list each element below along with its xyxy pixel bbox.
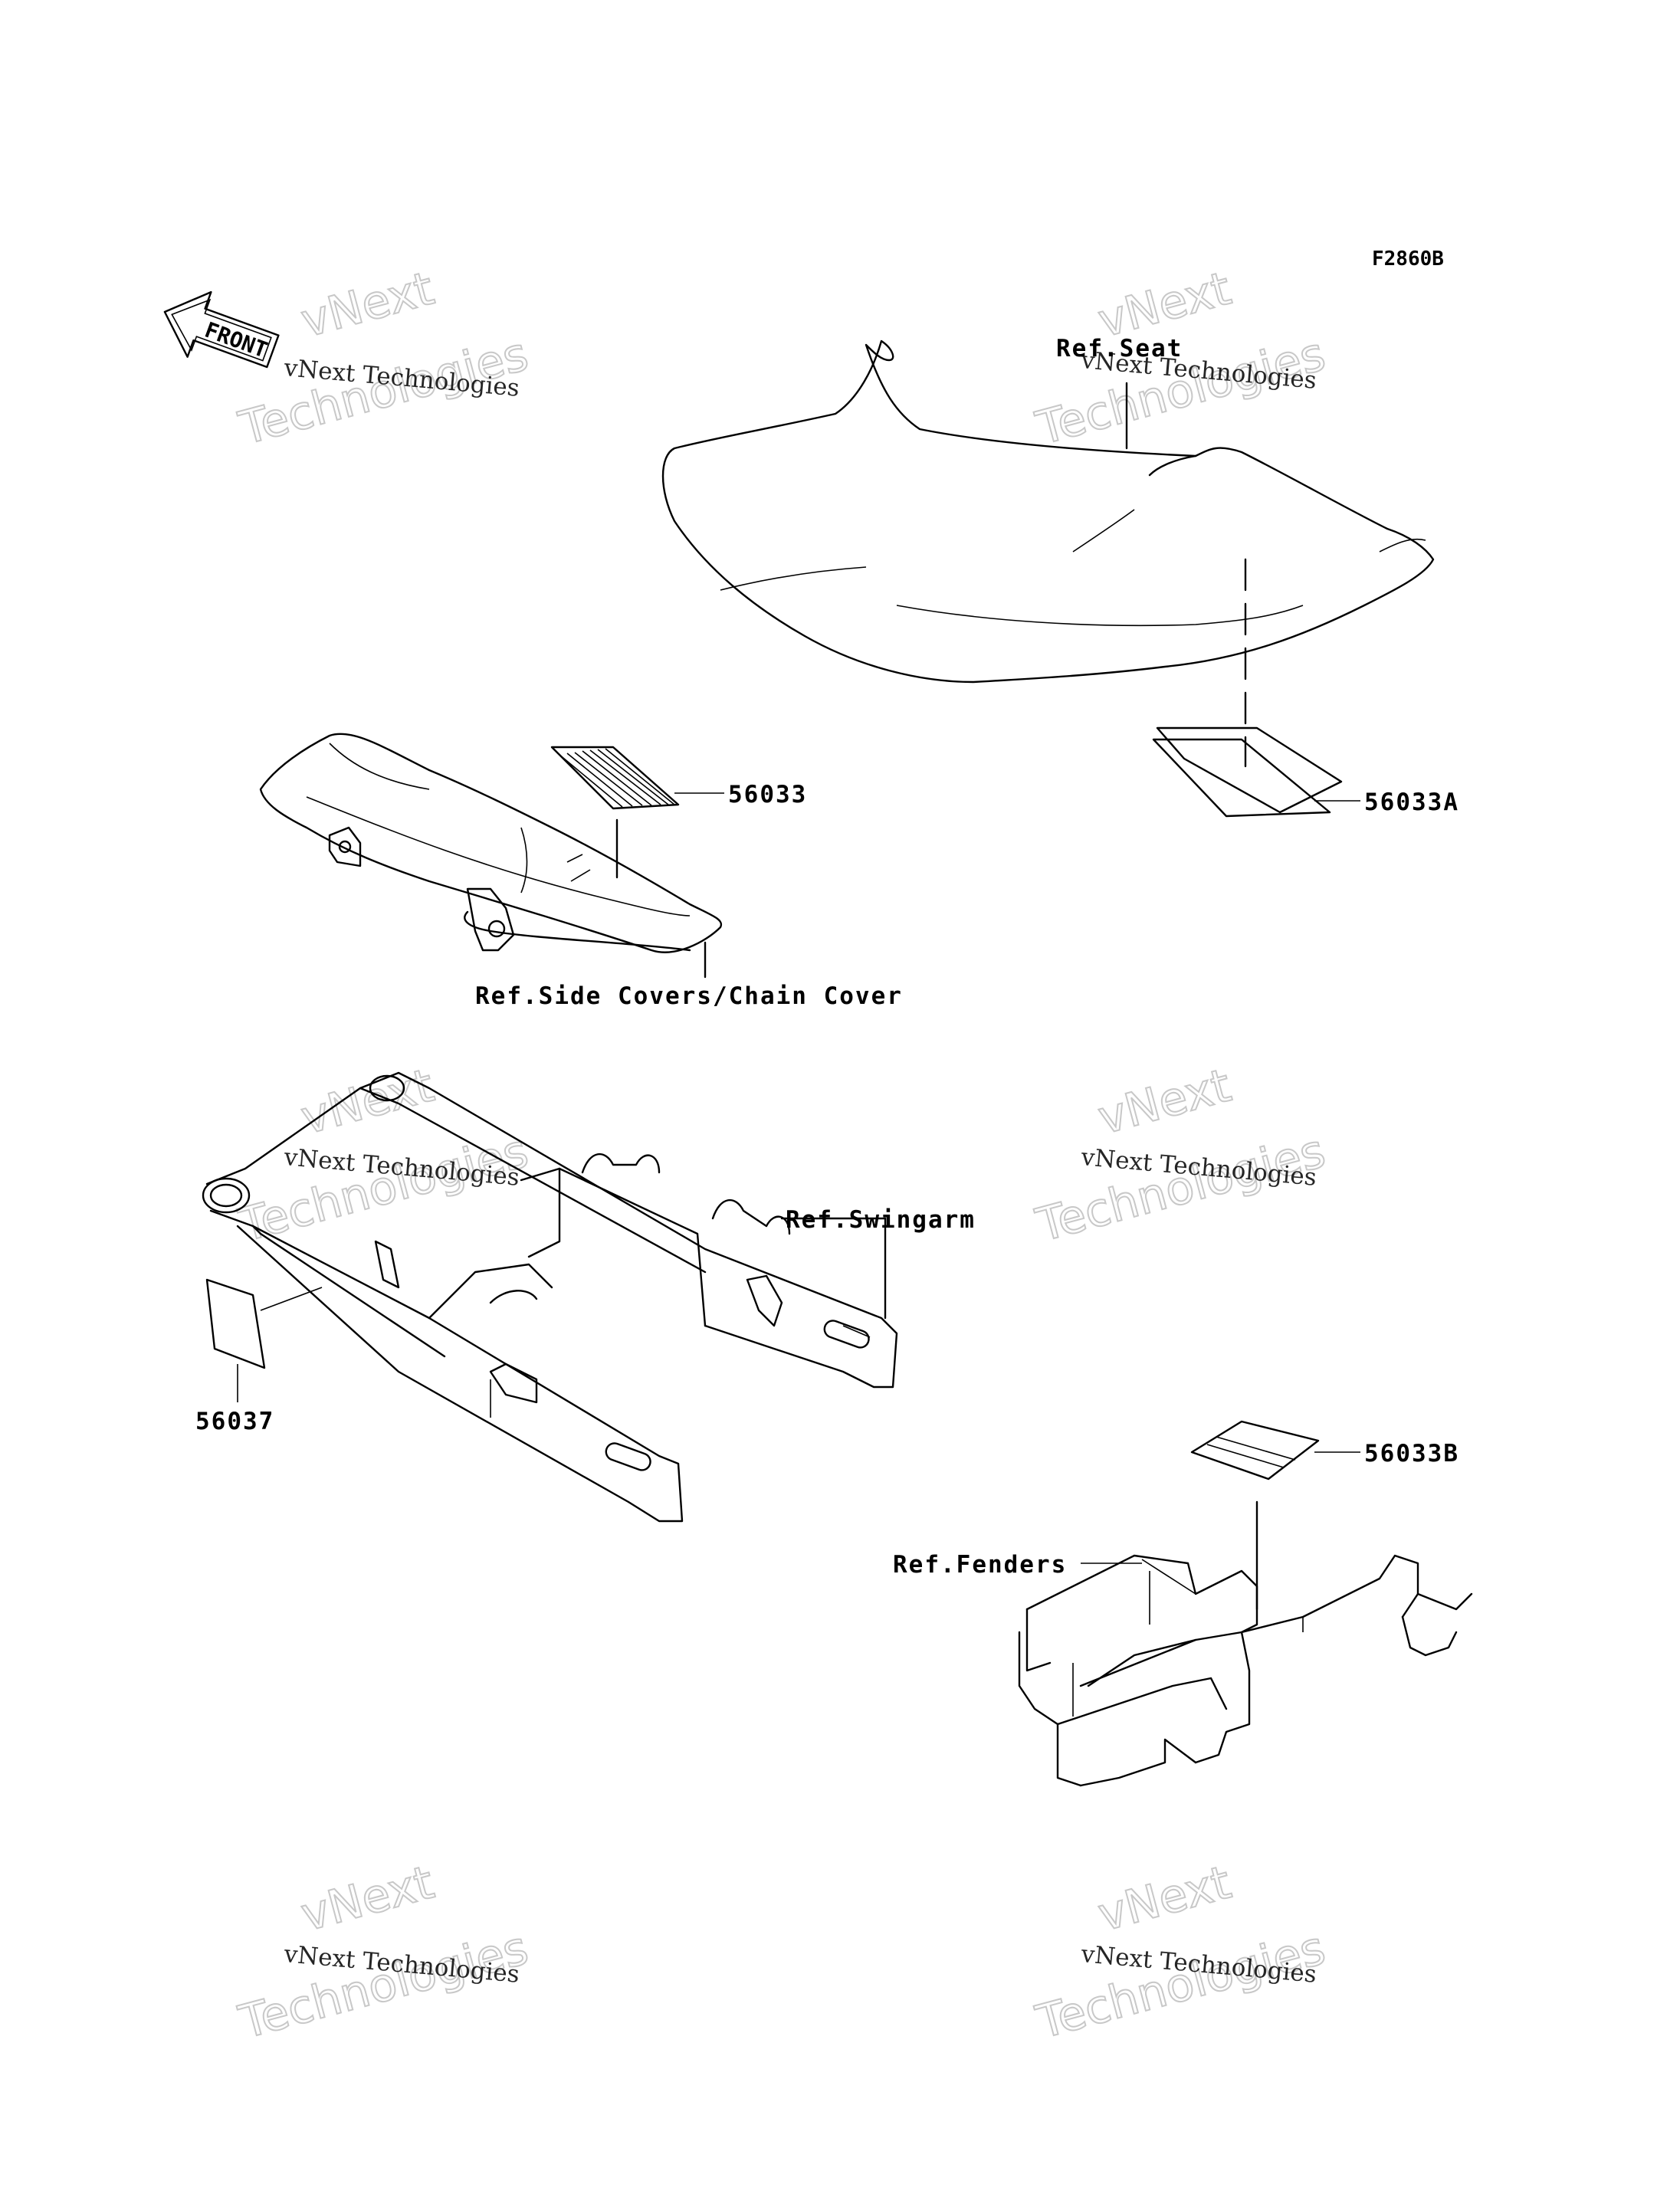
part-56033a-label: 56033A	[1364, 789, 1459, 816]
label-56037-sheet	[205, 1278, 266, 1369]
ref-fenders-label: Ref.Fenders	[893, 1551, 1067, 1579]
svg-text:vNext: vNext	[1093, 1059, 1236, 1146]
watermark-top-left: vNext Technologies vNext Technologies	[233, 261, 534, 457]
part-56037-label: 56037	[195, 1408, 274, 1435]
seat-drawing	[661, 339, 1435, 768]
watermark-mid-left: vNext Technologies vNext Technologies	[233, 1058, 534, 1254]
watermark-bottom-right: vNext Technologies vNext Technologies	[1030, 1855, 1331, 2051]
watermark-bottom-left: vNext Technologies vNext Technologies	[233, 1855, 534, 2051]
ref-swingarm-label: Ref.Swingarm	[786, 1206, 976, 1234]
part-56033b-label: 56033B	[1364, 1440, 1459, 1467]
part-56033-label: 56033	[728, 781, 807, 808]
ref-side-covers-label: Ref.Side Covers/Chain Cover	[475, 982, 903, 1010]
fenders-drawing	[1018, 1500, 1473, 1787]
label-56033-sheet	[550, 746, 680, 810]
watermark-mid-right: vNext Technologies vNext Technologies	[1030, 1058, 1331, 1254]
chain-cover-drawing	[259, 733, 723, 979]
svg-text:vNext: vNext	[296, 1059, 439, 1146]
svg-text:vNext: vNext	[296, 262, 439, 349]
front-arrow-icon: FRONT	[163, 290, 280, 369]
ref-seat-label: Ref.Seat	[1056, 335, 1183, 362]
swingarm-drawing	[202, 1071, 898, 1523]
svg-text:vNext: vNext	[296, 1856, 439, 1943]
label-56033b-sheet	[1190, 1420, 1320, 1481]
figure-code: F2860B	[1372, 248, 1444, 271]
svg-text:vNext: vNext	[1093, 1856, 1236, 1943]
